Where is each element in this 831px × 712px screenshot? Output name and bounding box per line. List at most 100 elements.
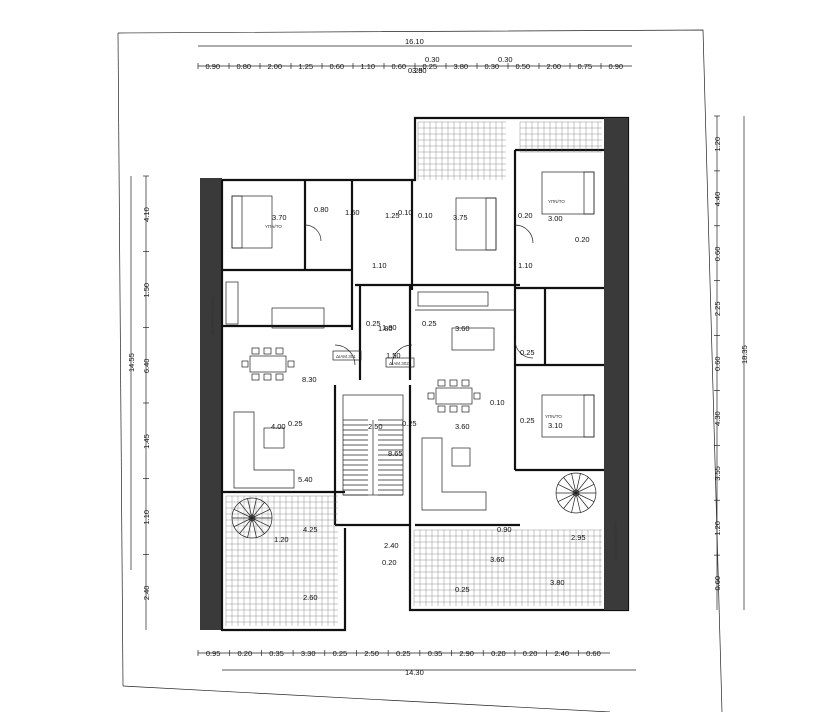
left-dim-segment: 2.40 <box>142 586 151 601</box>
top-dim-segment: 0.80 <box>237 62 252 71</box>
top-dim-segment: 2.00 <box>268 62 283 71</box>
top-dim-segment: 0.30 <box>485 62 500 71</box>
bottom-dim-segment: 0.35 <box>428 649 443 658</box>
inner-dim-label: 8.65 <box>388 449 403 458</box>
room-label-kitchen-2: 3.60 <box>455 324 470 333</box>
inner-dim-label: 0.10 <box>398 208 413 217</box>
left-dim-segment: 1.10 <box>142 510 151 525</box>
inner-dim-label: 0.25 <box>455 585 470 594</box>
right-dim-segment: 1.20 <box>713 137 722 152</box>
room-label-bedroom-4: 3.10 <box>548 421 563 430</box>
inner-dim-label: 0.20 <box>518 211 533 220</box>
bottom-dim-segment: 0.20 <box>523 649 538 658</box>
right-dim-segment: 0.60 <box>713 576 722 591</box>
left-rail-label: ΑΚ ΒΑΤΗΡΟΣΟΧΗ <box>210 297 215 335</box>
right-dim-segment: 0.60 <box>713 356 722 371</box>
room-sub-bedroom-4: ΥΠΝ/ΤΟ <box>545 414 562 419</box>
inner-dim-label: 4.25 <box>303 525 318 534</box>
right-rail-label: ΑΚ ΒΑΤΗΡΟΣΟΧΗ <box>613 522 618 560</box>
bottom-overall-dim: 14.30 <box>405 668 424 677</box>
room-label-bedroom-1: 3.70 <box>272 213 287 222</box>
inner-dim-label: 0.25 <box>366 319 381 328</box>
inner-dim-label: 1.10 <box>372 261 387 270</box>
right-dim-segment: 0.60 <box>713 247 722 262</box>
unit-tag-301: ΔΙΑΜ.301 <box>336 354 356 359</box>
inner-dim-label: 1.25 <box>385 211 400 220</box>
top-dim-sub: 0.30 <box>425 55 440 64</box>
inner-dim-label: 1.80 <box>382 323 397 332</box>
right-overall-dim: 18.35 <box>740 345 749 364</box>
top-dim-segment: 1.10 <box>361 62 376 71</box>
bottom-dimensions: 0.95 0.20 0.35 3.30 0.25 2.50 0.25 0.35 2.90 0.20… <box>197 649 636 677</box>
kitchens <box>225 281 495 351</box>
bottom-dim-segment: 0.95 <box>206 649 221 658</box>
inner-dim-label: 0.25 <box>288 419 303 428</box>
inner-dim-label: 3.60 <box>490 555 505 564</box>
left-balcony-rail <box>200 178 222 630</box>
bottom-dim-segment: 0.25 <box>396 649 411 658</box>
room-label-stair: 2.50 <box>368 422 383 431</box>
dining-tables <box>241 347 481 413</box>
left-dim-segment: 6.40 <box>142 359 151 374</box>
top-dim-segment: 0.90 <box>206 62 221 71</box>
spiral-stair-right <box>555 472 597 514</box>
right-dim-segment: 4.40 <box>713 192 722 207</box>
sofas <box>233 411 487 511</box>
bottom-dim-segment: 0.60 <box>586 649 601 658</box>
room-label-bedroom-3: 3.00 <box>548 214 563 223</box>
right-dim-segment: 2.25 <box>713 302 722 317</box>
spiral-stair-left <box>231 497 273 539</box>
inner-dim-label: 1.20 <box>274 535 289 544</box>
left-dim-segment: 1.45 <box>142 434 151 449</box>
unit-tags: ΔΙΑΜ.301 ΔΙΑΜ.302 <box>332 350 415 368</box>
bottom-dim-segment: 0.20 <box>238 649 253 658</box>
bottom-dim-segment: 2.90 <box>459 649 474 658</box>
room-label-living-2: 3.60 <box>455 422 470 431</box>
door-arcs <box>304 224 534 366</box>
inner-dim-label: 1.10 <box>518 261 533 270</box>
inner-dim-label: 0.25 <box>520 416 535 425</box>
inner-dim-label: 0.25 <box>422 319 437 328</box>
left-dim-segment: 1.50 <box>142 283 151 298</box>
bottom-dim-segment: 0.35 <box>269 649 284 658</box>
right-dimensions: 18.35 1.204.400.602.250.604.303.551.200.… <box>713 115 749 610</box>
inner-dim-label: 3.80 <box>550 578 565 587</box>
top-dim-segment: 0.50 <box>516 62 531 71</box>
inner-dim-label: 0.20 <box>382 558 397 567</box>
right-balcony-rail <box>604 118 628 610</box>
right-dim-segment: 4.30 <box>713 411 722 426</box>
unit-tag-302: ΔΙΑΜ.302 <box>389 361 409 366</box>
balcony-tiles <box>225 121 602 626</box>
inner-dim-label: 0.80 <box>314 205 329 214</box>
sheet-border-left <box>117 32 124 687</box>
left-overall-dim: 14.55 <box>127 353 136 372</box>
room-label-living-1: 4.00 <box>271 422 286 431</box>
room-sub-bedroom-1: ΥΠΝ/ΤΟ <box>265 224 282 229</box>
top-dim-segment: 0.90 <box>609 62 624 71</box>
bottom-dim-segment: 0.25 <box>333 649 348 658</box>
inner-dim-label: 5.40 <box>298 475 313 484</box>
inner-dim-label: 0.25 <box>402 419 417 428</box>
top-dim-segment: 0.60 <box>330 62 345 71</box>
right-dim-segment: 3.55 <box>713 466 722 481</box>
inner-dim-label: 0.90 <box>497 525 512 534</box>
staircase <box>342 394 404 496</box>
inner-dim-label: 8.30 <box>302 375 317 384</box>
inner-dim-label: 0.25 <box>520 348 535 357</box>
inner-dim-label: 2.95 <box>571 533 586 542</box>
bottom-dim-segment: 3.30 <box>301 649 316 658</box>
top-dim-segment: 3.80 <box>454 62 469 71</box>
bottom-dim-segment: 0.20 <box>491 649 506 658</box>
room-label-bedroom-2: 3.75 <box>453 213 468 222</box>
top-dim-sub: 0.30 <box>498 55 513 64</box>
top-dim-segment: 0.60 <box>392 62 407 71</box>
top-dim-sub: 0.25 <box>408 66 423 75</box>
bottom-dim-segment: 2.50 <box>364 649 379 658</box>
room-label-hall: 1.80 <box>378 324 393 333</box>
top-dim-segment: 2.00 <box>547 62 562 71</box>
bed-furniture <box>231 171 595 438</box>
top-overall-dim: 16.10 <box>405 37 424 46</box>
left-dim-segment: 4.10 <box>142 207 151 222</box>
